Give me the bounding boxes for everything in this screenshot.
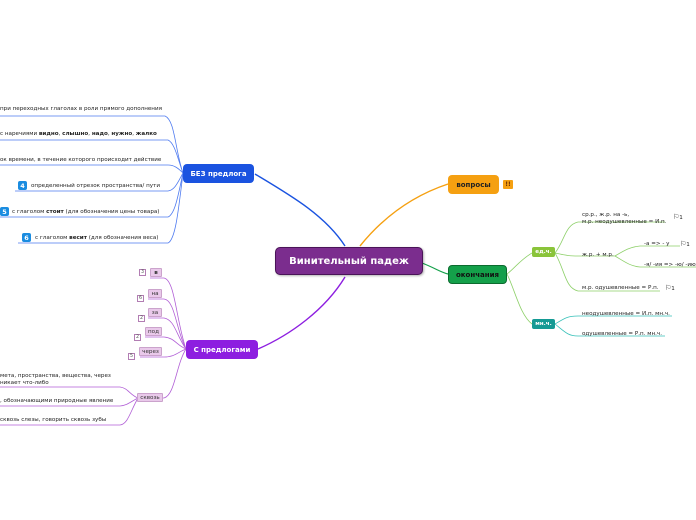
badge-6: 6 <box>22 233 31 242</box>
flag-icon: ⚐1 <box>665 284 675 292</box>
bez-predloga-label: БЕЗ предлога <box>190 169 247 178</box>
flag-icon: ⚐1 <box>673 213 683 221</box>
okonchaniya-node[interactable]: окончания <box>448 265 507 284</box>
priority-badge: !! <box>503 180 513 189</box>
prep-za[interactable]: за <box>148 308 162 317</box>
ed-item-1a: ср.р., ж.р. на -ь, <box>582 212 630 218</box>
skvoz-item-3: сквозь слезы, говорить сквозь зубы <box>0 417 107 423</box>
prep-cherez[interactable]: через <box>139 347 162 356</box>
mn-item-2: одушевленные = Р.п. мн.ч. <box>582 331 662 337</box>
prep-skvoz[interactable]: сквозь <box>137 393 163 402</box>
voprosy-node[interactable]: вопросы <box>448 175 499 194</box>
ed-ch-node[interactable]: ед.ч. <box>532 247 555 257</box>
badge-5: 5 <box>0 207 9 216</box>
ed-item-3: м.р. одушевленные = Р.п. <box>582 285 659 291</box>
mn-item-1: неодушевленные = И.п. мн.ч. <box>582 311 670 317</box>
flag-icon: ⚐1 <box>680 240 690 248</box>
bez-item-6: с глаголом весит (для обозначения веса) <box>35 235 159 241</box>
okonchaniya-label: окончания <box>456 270 499 279</box>
bez-item-3: ок времени, в течение которого происходи… <box>0 157 162 163</box>
central-topic-label: Винительный падеж <box>289 255 409 267</box>
prep-pod[interactable]: под <box>145 327 162 336</box>
skvoz-item-1a: мета, пространства, вещества, через <box>0 373 111 379</box>
prep-v[interactable]: в <box>150 268 162 277</box>
ed-item-2: ж.р. + м.р. <box>582 252 614 258</box>
mn-ch-node[interactable]: мн.ч. <box>532 319 555 329</box>
skvoz-item-2: , обозначающими природные явление <box>0 398 114 404</box>
bez-item-1: при переходных глаголах в роли прямого д… <box>0 106 162 112</box>
bez-item-5: с глаголом стоит (для обозначения цены т… <box>12 209 160 215</box>
bez-item-4: определенный отрезок пространства/ пути <box>31 183 160 189</box>
count-na: 6 <box>137 295 144 302</box>
bez-predloga-node[interactable]: БЕЗ предлога <box>183 164 254 183</box>
central-topic[interactable]: Винительный падеж <box>275 247 423 275</box>
s-predlogami-label: С предлогами <box>193 345 251 354</box>
badge-4: 4 <box>18 181 27 190</box>
s-predlogami-node[interactable]: С предлогами <box>186 340 258 359</box>
count-pod: 2 <box>134 334 141 341</box>
voprosy-label: вопросы <box>456 180 491 189</box>
ed-item-2b: -я/ -ия => -ю/ -ию <box>644 262 696 268</box>
bez-item-2: с наречиями видно, слышно, надо, нужно, … <box>0 131 157 137</box>
count-za: 2 <box>138 315 145 322</box>
skvoz-item-1b: никает что-либо <box>0 380 49 386</box>
ed-item-2a: -а => - у <box>644 241 670 247</box>
prep-na[interactable]: на <box>148 289 162 298</box>
count-v: 3 <box>139 269 146 276</box>
count-cherez: 5 <box>128 353 135 360</box>
ed-item-1b: м.р. неодушевленные = И.п. <box>582 219 667 225</box>
